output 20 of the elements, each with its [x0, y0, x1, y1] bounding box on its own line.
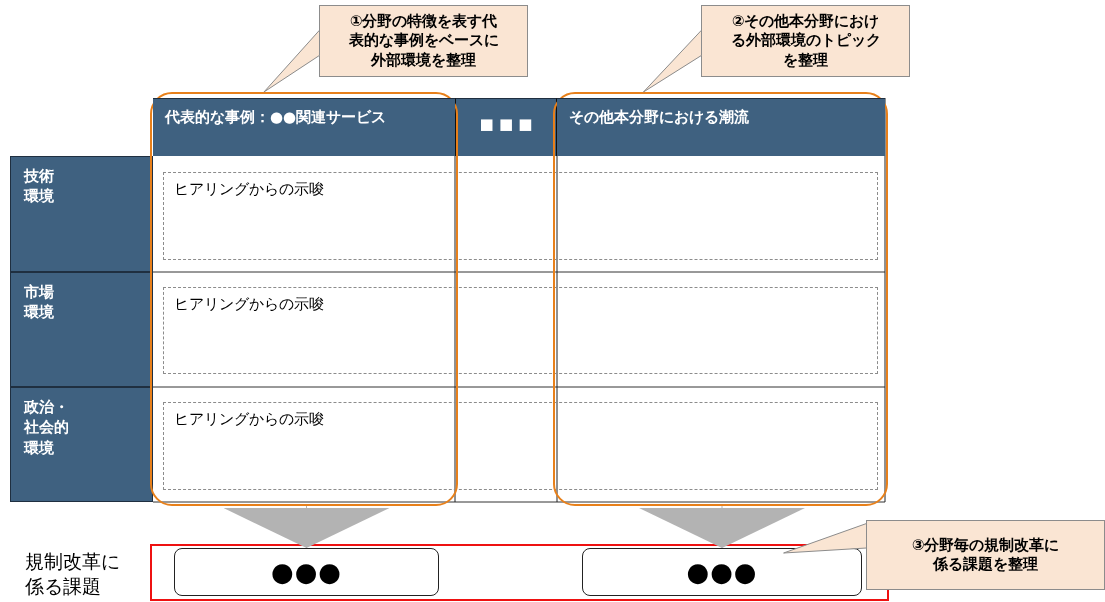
issue-box: ●●● [582, 548, 862, 596]
down-arrow [639, 505, 805, 549]
row-header: 市場環境 [10, 272, 153, 387]
column-header: その他本分野における潮流 [557, 98, 885, 156]
section-label: 規制改革に係る課題 [25, 549, 121, 599]
row-header: 政治・社会的環境 [10, 387, 153, 502]
column-header: ■ ■ ■ [455, 98, 557, 156]
column-header: 代表的な事例：●●関連サービス [153, 98, 455, 156]
issue-box: ●●● [174, 548, 439, 596]
highlight-frame [553, 92, 888, 506]
callout-pointer [642, 29, 702, 93]
finding-box: ヒアリングからの示唆 [163, 402, 878, 490]
callout-box: ③分野毎の規制改革に係る課題を整理 [866, 520, 1105, 590]
callout-pointer [783, 523, 867, 554]
finding-box: ヒアリングからの示唆 [163, 287, 878, 374]
highlight-frame [150, 92, 458, 506]
callout-pointer [263, 29, 320, 93]
down-arrow [223, 505, 390, 549]
row-header: 技術環境 [10, 156, 153, 272]
finding-box: ヒアリングからの示唆 [163, 172, 878, 260]
